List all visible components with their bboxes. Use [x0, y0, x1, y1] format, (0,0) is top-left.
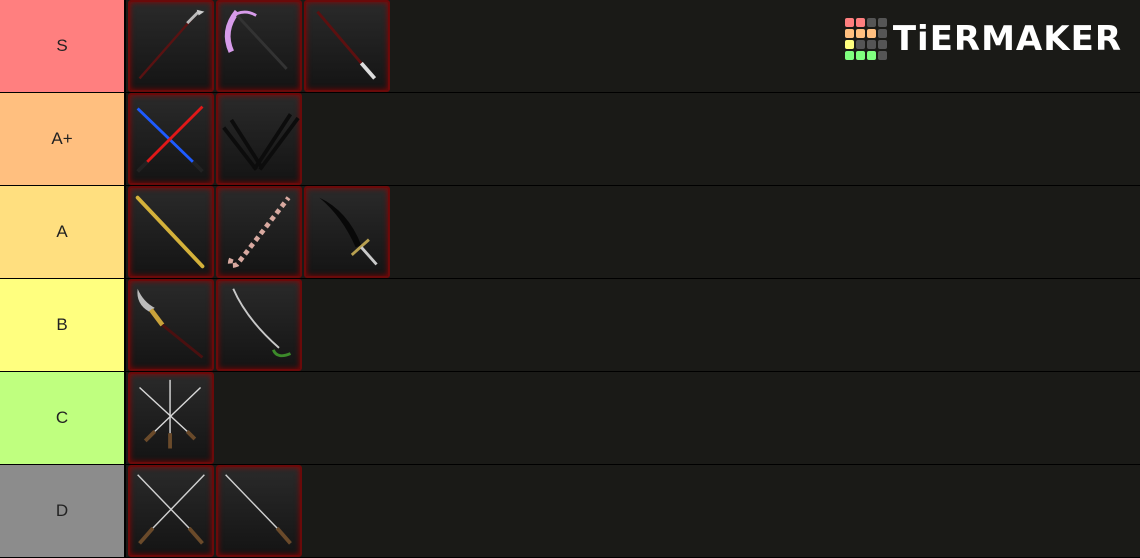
tiermaker-logo-text: TiERMAKER — [892, 19, 1122, 59]
tier-items-a — [126, 186, 1140, 278]
black-blade-icon[interactable] — [304, 186, 390, 278]
triple-katanas-icon[interactable] — [128, 372, 214, 464]
tier-row-b: B — [0, 279, 1140, 371]
tier-items-aplus — [126, 93, 1140, 185]
tier-label-aplus[interactable]: A+ — [0, 93, 124, 185]
tiermaker-grid-icon — [844, 18, 887, 60]
crossed-katanas-icon[interactable] — [128, 465, 214, 557]
candy-cane-icon[interactable] — [216, 186, 302, 278]
tier-items-d — [126, 465, 1140, 557]
tier-row-aplus: A+ — [0, 93, 1140, 185]
tier-label-s[interactable]: S — [0, 0, 124, 92]
tier-items-b — [126, 279, 1140, 371]
tier-label-a[interactable]: A — [0, 186, 124, 278]
tier-row-c: C — [0, 372, 1140, 464]
green-hilt-saber-icon[interactable] — [216, 279, 302, 371]
tier-row-d: D — [0, 465, 1140, 557]
tiermaker-logo: TiERMAKER — [844, 18, 1122, 60]
tier-label-d[interactable]: D — [0, 465, 124, 557]
spear-icon[interactable] — [128, 0, 214, 92]
tier-label-b[interactable]: B — [0, 279, 124, 371]
tier-row-a: A — [0, 186, 1140, 278]
gold-glaive-icon[interactable] — [128, 279, 214, 371]
tier-row-s: S — [0, 0, 1140, 92]
pink-scythe-icon[interactable] — [216, 0, 302, 92]
tier-items-c — [126, 372, 1140, 464]
tier-items-s — [126, 0, 1140, 92]
single-katana-icon[interactable] — [216, 465, 302, 557]
dark-katana-icon[interactable] — [304, 0, 390, 92]
tier-label-c[interactable]: C — [0, 372, 124, 464]
triple-dark-blades-icon[interactable] — [216, 93, 302, 185]
gold-staff-icon[interactable] — [128, 186, 214, 278]
crossed-red-blue-swords-icon[interactable] — [128, 93, 214, 185]
